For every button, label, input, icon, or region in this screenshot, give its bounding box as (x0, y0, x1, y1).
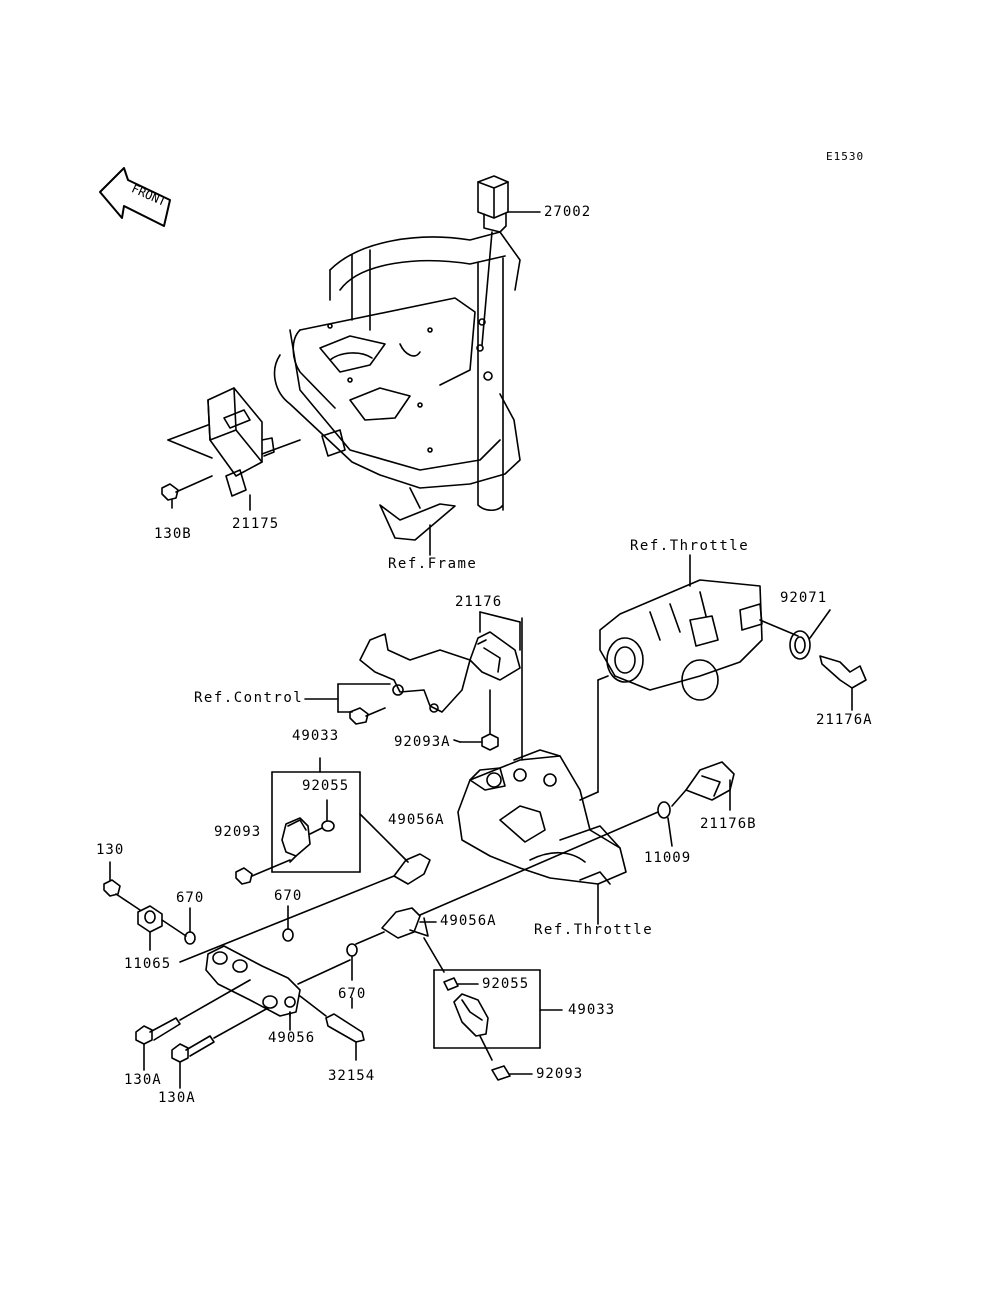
part-label-21176B[interactable]: 21176B (700, 816, 757, 832)
o-ring-670-a (184, 907, 196, 945)
sensor-21176 (469, 611, 521, 681)
seal-92071 (759, 609, 831, 660)
part-label-11009[interactable]: 11009 (644, 850, 692, 866)
injector-kit-49033-upper (271, 757, 361, 873)
bolt-130A-b (171, 1007, 269, 1089)
part-11065 (137, 905, 187, 951)
injector-upper (281, 817, 323, 863)
part-label-92071[interactable]: 92071 (780, 590, 828, 606)
diagram-code: E1530 (826, 150, 865, 163)
part-label-130A-a[interactable]: 130A (124, 1072, 162, 1088)
part-label-92055-bottom[interactable]: 92055 (482, 976, 530, 992)
part-label-21175[interactable]: 21175 (232, 516, 280, 532)
part-label-130A-b[interactable]: 130A (158, 1090, 196, 1106)
part-label-21176A[interactable]: 21176A (816, 712, 873, 728)
part-label-27002[interactable]: 27002 (544, 204, 592, 220)
o-ring-670-b (282, 905, 294, 942)
seal-92093-lower (491, 1065, 533, 1081)
ref-label-throttle-top[interactable]: Ref.Throttle (630, 538, 750, 554)
throttle-body (599, 554, 763, 701)
injector-lower (453, 993, 493, 1061)
bolt-130 (103, 861, 141, 911)
part-label-92055-top[interactable]: 92055 (302, 778, 350, 794)
nut-92093A (459, 689, 499, 751)
part-label-49056A-middle[interactable]: 49056A (440, 913, 497, 929)
seal-92055-lower (443, 977, 479, 991)
part-label-49033-top[interactable]: 49033 (292, 728, 340, 744)
part-label-49056A-top[interactable]: 49056A (388, 812, 445, 828)
bolt-130B (161, 475, 213, 509)
injector-kit-49033-lower (423, 937, 563, 1049)
throttle-assembly-center (457, 617, 627, 885)
part-label-670-a[interactable]: 670 (176, 890, 205, 906)
bolt-130A-a (135, 979, 251, 1071)
seal-92093-upper (235, 859, 291, 885)
sensor-21176A (819, 655, 867, 711)
ecu-21175 (167, 387, 301, 511)
o-ring-670-c (346, 943, 358, 981)
ref-label-frame[interactable]: Ref.Frame (388, 556, 478, 572)
fuel-rail-49056 (205, 945, 351, 1031)
part-label-11065[interactable]: 11065 (124, 956, 172, 972)
sensor-21176B (671, 761, 735, 811)
front-arrow-icon: FRONT (99, 167, 171, 227)
part-label-92093A[interactable]: 92093A (394, 734, 451, 750)
control-bracket (304, 633, 471, 725)
front-arrow-label: FRONT (129, 181, 168, 208)
injector-49056A-upper (179, 813, 431, 963)
relay-27002 (477, 175, 541, 346)
o-ring-11009 (419, 801, 673, 916)
part-label-32154[interactable]: 32154 (328, 1068, 376, 1084)
ref-label-control[interactable]: Ref.Control (194, 690, 304, 706)
part-label-130B[interactable]: 130B (154, 526, 192, 542)
part-label-670-c[interactable]: 670 (338, 986, 367, 1002)
leader-misc (453, 739, 461, 743)
ref-label-throttle-bottom[interactable]: Ref.Throttle (534, 922, 654, 938)
part-label-21176[interactable]: 21176 (455, 594, 503, 610)
fitting-32154 (325, 1013, 365, 1061)
frame-assembly (273, 231, 521, 556)
part-label-49056[interactable]: 49056 (268, 1030, 316, 1046)
part-label-130[interactable]: 130 (96, 842, 125, 858)
part-label-92093-bottom[interactable]: 92093 (536, 1066, 584, 1082)
part-label-92093-top[interactable]: 92093 (214, 824, 262, 840)
injector-49056A-middle (355, 907, 437, 945)
part-label-49033-bottom[interactable]: 49033 (568, 1002, 616, 1018)
part-label-670-b[interactable]: 670 (274, 888, 303, 904)
